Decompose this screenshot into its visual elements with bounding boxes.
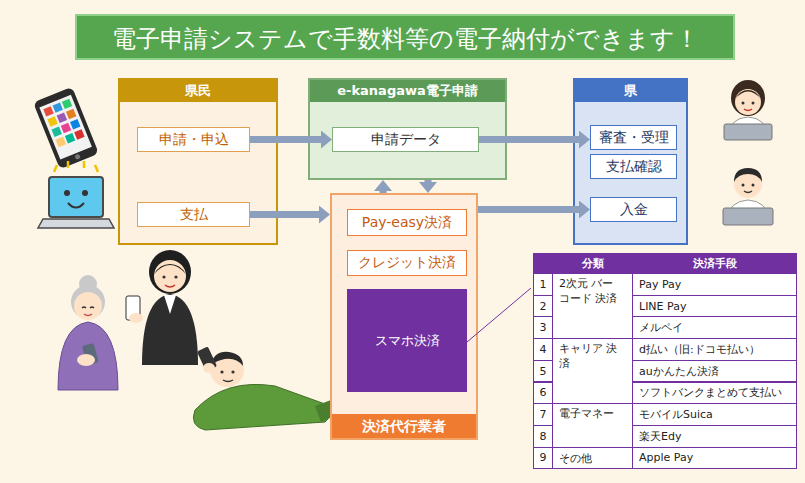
- table-text: Pay Pay: [639, 278, 681, 291]
- flow-arrow: [478, 206, 579, 213]
- table-text: 楽天Edy: [639, 429, 681, 444]
- table-text: 2次元 バーコード 決済: [559, 277, 620, 307]
- office-box: 県審査・受理支払確認入金: [573, 78, 688, 245]
- table-cell: 分類: [552, 253, 633, 274]
- table-cell: 2次元 バーコード 決済: [552, 273, 633, 339]
- header-band: 県: [575, 80, 686, 102]
- box-label: 支払: [180, 206, 208, 224]
- process-box: 入金: [590, 197, 677, 222]
- title-text: 電子申請システムで手数料等の電子納付ができます！: [112, 25, 699, 53]
- box-label: 申請データ: [371, 131, 441, 149]
- table-cell: 楽天Edy: [632, 425, 797, 448]
- table-header-cell: [533, 253, 553, 274]
- payment-box: クレジット決済: [347, 250, 467, 276]
- table-cell: 電子マネー: [552, 403, 633, 447]
- table-text: auかんたん決済: [639, 364, 719, 379]
- table-cell: LINE Pay: [632, 295, 797, 318]
- box-label: 申請・申込: [159, 131, 229, 149]
- table-text: メルペイ: [639, 320, 683, 335]
- row-number: 8: [540, 430, 547, 443]
- footer-band: 決済代行業者: [332, 414, 476, 438]
- table-cell: 7: [533, 403, 553, 426]
- flow-arrow: [250, 136, 321, 143]
- flow-arrow: [479, 136, 579, 143]
- flow-arrow: [425, 180, 432, 182]
- table-cell: 9: [533, 447, 553, 470]
- table-cell: その他: [552, 447, 633, 470]
- table-text: d払い（旧:ドコモ払い）: [639, 342, 760, 357]
- table-cell: Pay Pay: [632, 273, 797, 296]
- leader-line: [467, 288, 531, 342]
- row-number: 6: [540, 386, 547, 399]
- grandmother: [58, 275, 118, 390]
- table-cell: モバイルSuica: [632, 403, 797, 426]
- payment-box: スマホ決済: [347, 289, 467, 392]
- table-cell: メルペイ: [632, 316, 797, 339]
- box-label: 審査・受理: [599, 129, 669, 147]
- table-cell: 6: [533, 382, 553, 405]
- process-box: 申請・申込: [137, 127, 250, 152]
- system-box: e-kanagawa電子申請申請データ: [308, 78, 507, 180]
- row-number: 1: [540, 278, 547, 291]
- table-text: モバイルSuica: [639, 407, 713, 422]
- row-number: 3: [540, 321, 547, 334]
- row-number: 4: [540, 343, 547, 356]
- table-text: キャリア 決済: [559, 342, 620, 372]
- payment-box: Pay-easy決済: [347, 209, 467, 236]
- data-box: 申請データ: [332, 127, 479, 152]
- box-label: 入金: [620, 201, 648, 219]
- box-label: 支払確認: [606, 158, 662, 176]
- flow-arrow: [250, 211, 319, 218]
- table-cell: 8: [533, 425, 553, 448]
- table-text: Apple Pay: [639, 451, 693, 464]
- table-cell: 1: [533, 273, 553, 296]
- table-cell: Apple Pay: [632, 447, 797, 470]
- table-cell: キャリア 決済: [552, 338, 633, 404]
- table-text: 決済手段: [693, 256, 737, 271]
- box-label: Pay-easy決済: [362, 214, 452, 232]
- row-number: 7: [540, 408, 547, 421]
- actor-box: 県民申請・申込支払: [118, 78, 278, 245]
- woman-with-phone: [126, 250, 198, 365]
- laptop-icon: [38, 161, 114, 228]
- process-box: 支払確認: [590, 154, 677, 179]
- header-band: e-kanagawa電子申請: [310, 80, 505, 102]
- table-cell: 3: [533, 316, 553, 339]
- box-label: スマホ決済: [375, 332, 440, 350]
- row-number: 2: [540, 300, 547, 313]
- table-text: 電子マネー: [559, 407, 614, 422]
- process-box: 審査・受理: [590, 125, 677, 150]
- smartphone-icon: [33, 87, 99, 169]
- row-number: 5: [540, 365, 547, 378]
- flow-arrow: [380, 191, 387, 193]
- staff-woman: [724, 80, 772, 140]
- table-text: LINE Pay: [639, 300, 686, 313]
- staff-man: [723, 168, 773, 225]
- agent-box: 決済代行業者 Pay-easy決済クレジット決済スマホ決済: [330, 193, 478, 440]
- table-cell: 決済手段: [632, 253, 797, 274]
- header-band: 県民: [120, 80, 276, 102]
- title-banner: 電子申請システムで手数料等の電子納付ができます！: [75, 14, 735, 60]
- table-text: その他: [559, 452, 592, 467]
- table-cell: 5: [533, 360, 553, 383]
- table-cell: 4: [533, 338, 553, 361]
- table-cell: d払い（旧:ドコモ払い）: [632, 338, 797, 361]
- table-cell: ソフトバンクまとめて支払い: [632, 382, 797, 405]
- row-number: 9: [540, 451, 547, 464]
- process-box: 支払: [137, 202, 250, 227]
- table-text: ソフトバンクまとめて支払い: [639, 385, 782, 400]
- box-label: クレジット決済: [358, 254, 456, 272]
- table-text: 分類: [582, 256, 604, 271]
- table-cell: auかんたん決済: [632, 360, 797, 383]
- table-cell: 2: [533, 295, 553, 318]
